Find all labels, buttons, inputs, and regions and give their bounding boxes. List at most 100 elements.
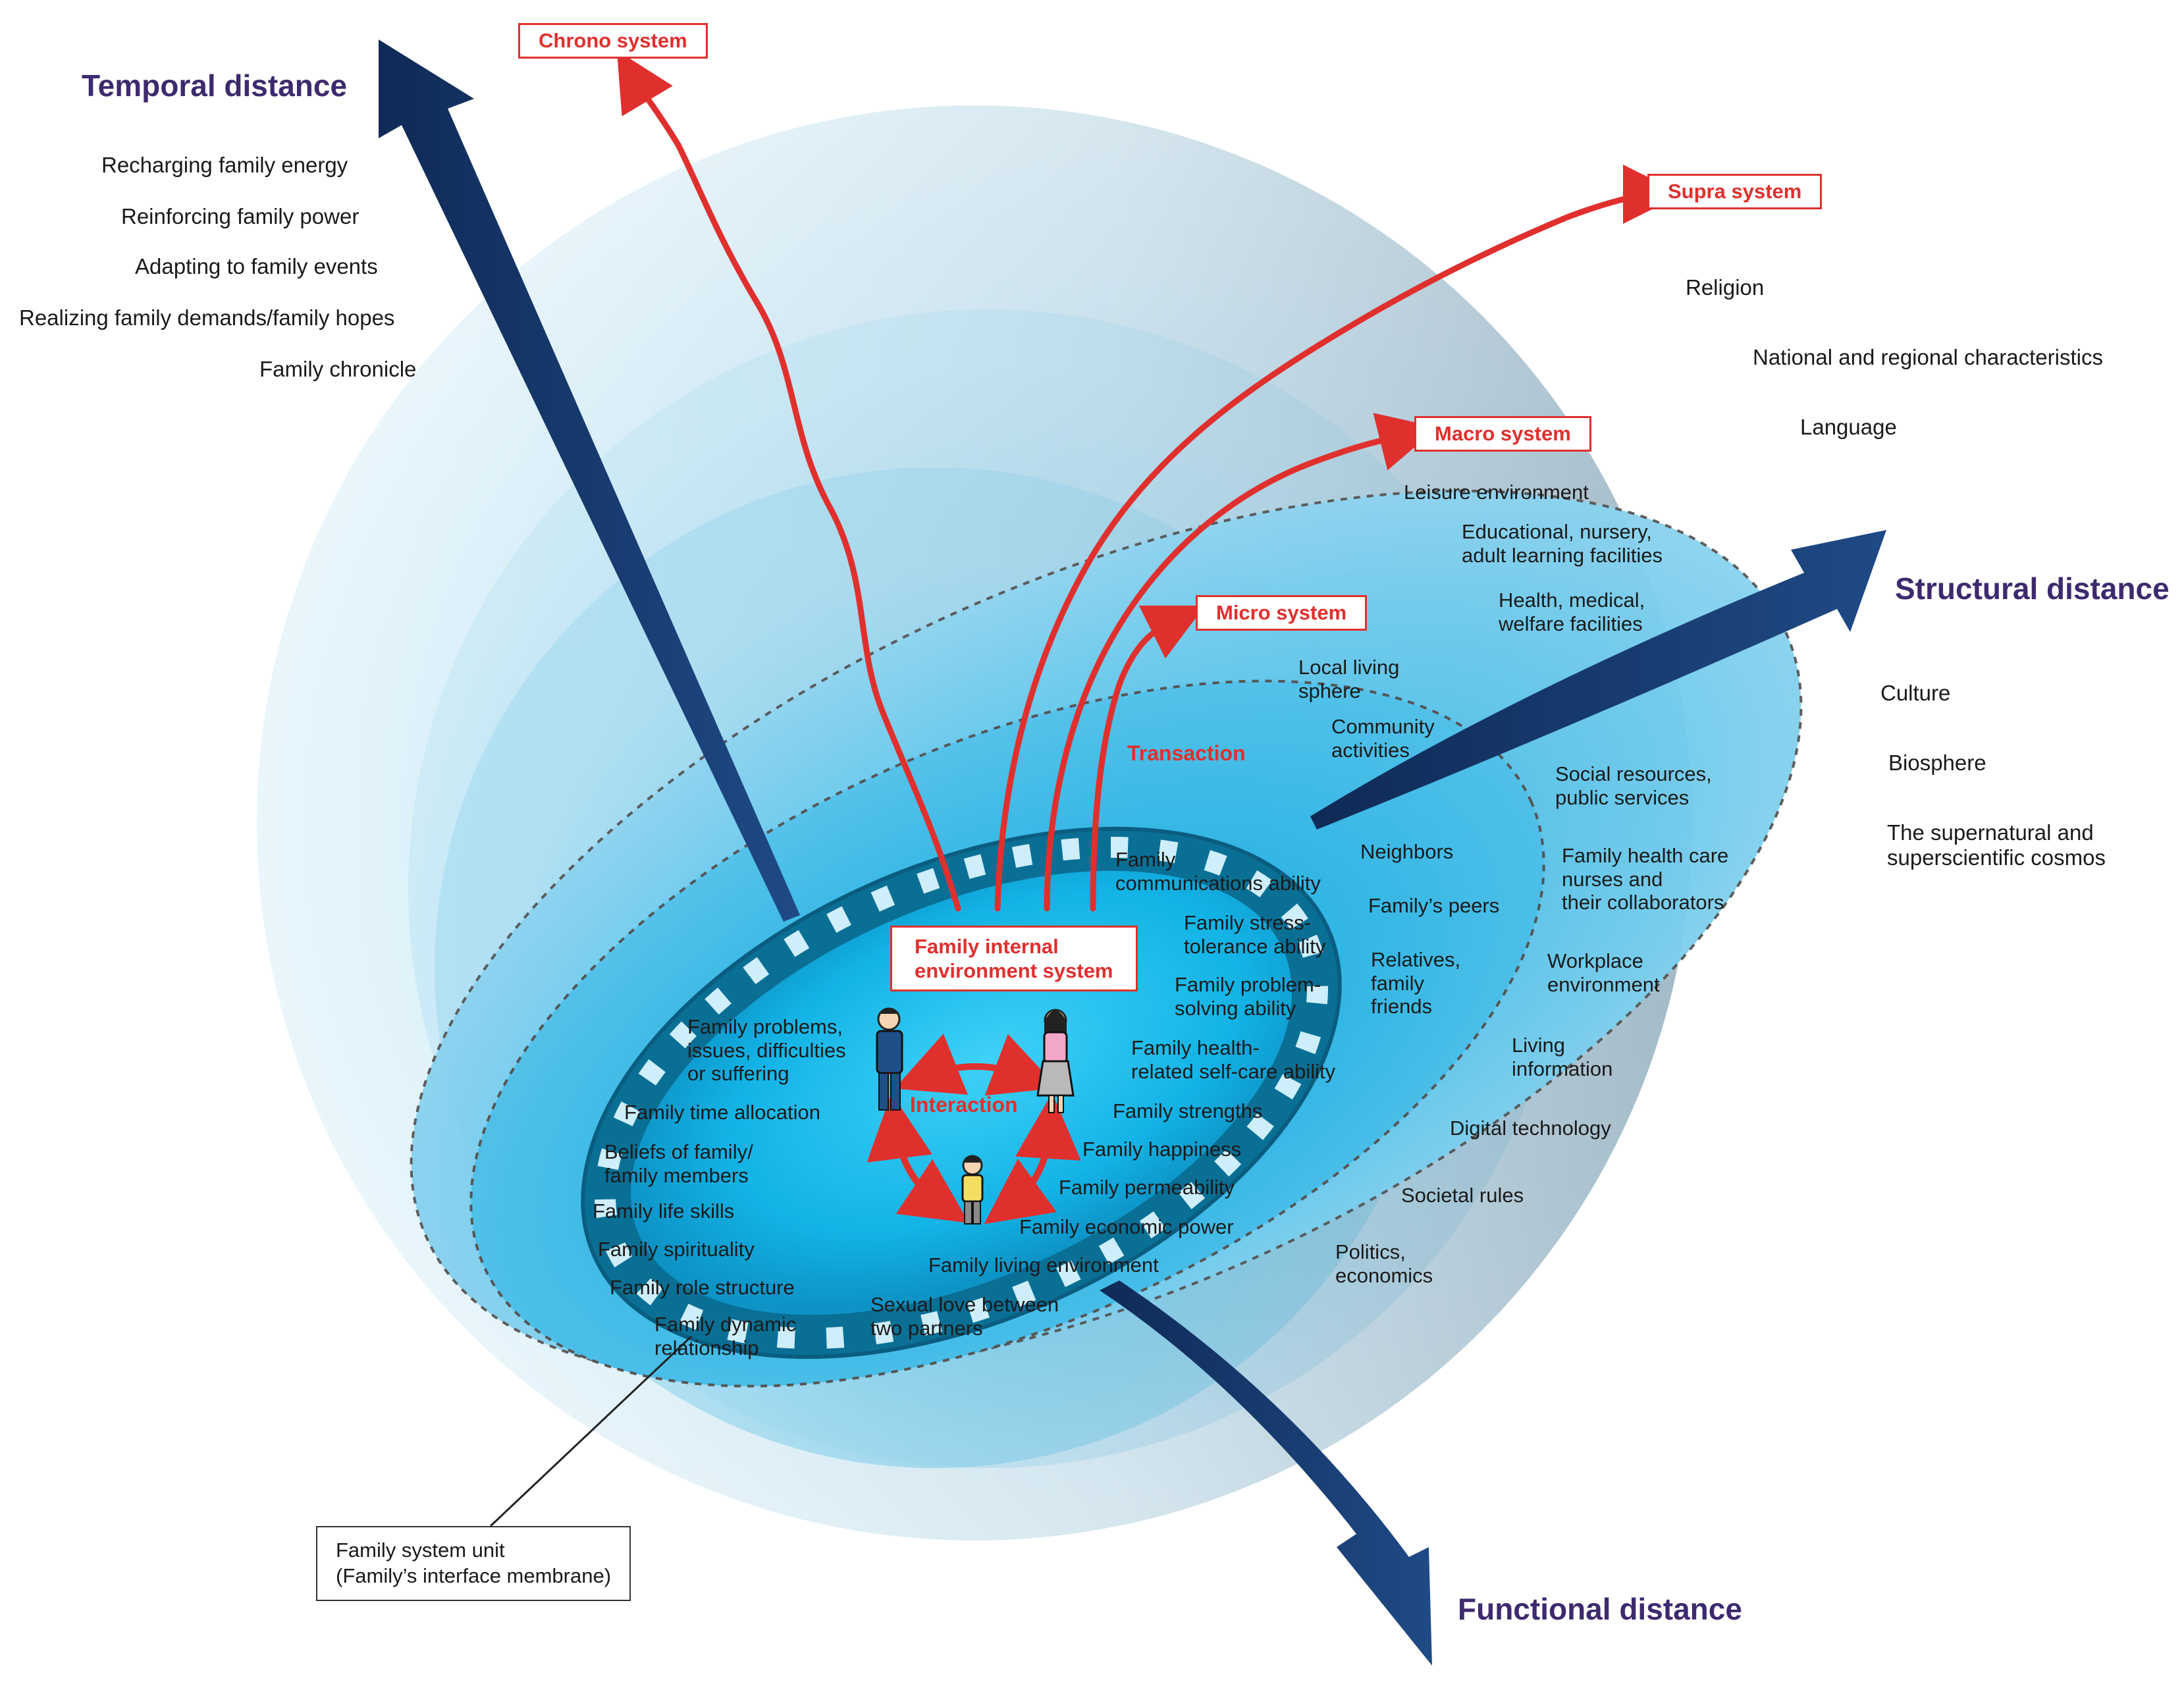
temporal-item: Recharging family energy — [101, 153, 348, 177]
politics-line-1: Politics, — [1335, 1240, 1406, 1263]
local-line-1: Local living — [1298, 656, 1400, 679]
mother-figure — [1036, 1009, 1075, 1113]
family-attribute: Family spirituality — [598, 1238, 755, 1261]
macro-item: Living information — [1512, 1034, 1612, 1080]
cosmos-line-2: superscientific cosmos — [1887, 845, 2106, 870]
family-attribute: Beliefs of family/ family members — [604, 1140, 753, 1187]
social-line-1: Social resources, — [1555, 762, 1712, 785]
family-attribute: Family health- related self-care ability — [1131, 1036, 1335, 1083]
work-line-1: Workplace — [1547, 949, 1643, 972]
micro-item: Neighbors — [1360, 840, 1454, 863]
macro-item: Health, medical, welfare facilities — [1499, 589, 1645, 635]
fhealth-line-2: related self-care ability — [1131, 1059, 1336, 1083]
macro-item: Social resources, public services — [1555, 762, 1712, 809]
family-attribute: Family role structure — [610, 1276, 795, 1299]
family-attribute: Family stress- tolerance ability — [1184, 911, 1325, 958]
functional-distance-label: Functional distance — [1458, 1592, 1742, 1626]
living-line-1: Living — [1512, 1034, 1565, 1057]
transaction-arrows — [616, 50, 1682, 912]
macro-item: Educational, nursery, adult learning fac… — [1462, 520, 1663, 567]
local-line-2: sphere — [1298, 679, 1361, 702]
micro-item: Family’s peers — [1368, 894, 1500, 917]
core-line-1: Family internal — [915, 935, 1059, 958]
macro-item: Leisure environment — [1404, 481, 1589, 504]
community-line-2: activities — [1331, 738, 1410, 762]
fhealth-line-1: Family health- — [1131, 1036, 1260, 1059]
family-system-unit-box: Family system unit (Family’s interface m… — [316, 1526, 631, 1601]
temporal-item: Family chronicle — [259, 357, 417, 381]
family-membrane-slits — [595, 837, 1328, 1349]
interaction-arrow-left — [866, 1093, 969, 1223]
family-attribute: Family happiness — [1082, 1138, 1242, 1161]
stress-line-2: tolerance ability — [1184, 934, 1326, 958]
unit-line-1: Family system unit — [336, 1539, 505, 1562]
family-attribute: Family permeability — [1059, 1176, 1235, 1199]
family-attribute: Family living environment — [928, 1253, 1159, 1277]
macro-item: Politics, economics — [1335, 1240, 1433, 1287]
temporal-distance-label: Temporal distance — [82, 68, 348, 103]
unit-line-2: (Family’s interface membrane) — [336, 1564, 612, 1587]
work-line-2: environment — [1547, 972, 1660, 996]
core-line-2: environment system — [915, 959, 1113, 983]
family-attribute: Family life skills — [593, 1199, 735, 1223]
family-attribute: Family problem- solving ability — [1175, 973, 1321, 1020]
comm-line-2: communications ability — [1115, 871, 1321, 895]
family-attribute: Family economic power — [1019, 1215, 1234, 1238]
father-figure — [876, 1007, 903, 1111]
macro-arrow — [1044, 413, 1438, 912]
dynamic-line-1: Family dynamic — [654, 1313, 797, 1336]
stress-line-1: Family stress- — [1184, 911, 1311, 934]
relatives-line-1: Relatives, — [1371, 948, 1461, 971]
temporal-arrow — [379, 40, 800, 922]
temporal-item: Realizing family demands/family hopes — [19, 305, 395, 330]
problem-line-2: solving ability — [1175, 996, 1296, 1020]
social-line-2: public services — [1555, 785, 1690, 809]
fhcn-line-2: nurses and — [1562, 867, 1663, 891]
fhcn-line-3: their collaborators — [1562, 891, 1724, 914]
supra-item: Culture — [1880, 681, 1951, 705]
cosmos-line-1: The supernatural and — [1887, 820, 2094, 845]
relatives-line-2: family — [1371, 971, 1424, 995]
supra-item: Religion — [1686, 275, 1765, 300]
family-attribute: Family dynamic relationship — [654, 1313, 796, 1359]
micro-system-box: Micro system — [1196, 595, 1368, 631]
interaction-label: Interaction — [910, 1093, 1018, 1117]
child-figure — [961, 1155, 984, 1225]
family-attribute: Sexual love between two partners — [870, 1293, 1059, 1340]
fhcn-line-1: Family health care — [1562, 844, 1729, 867]
supra-item: Biosphere — [1888, 751, 1986, 775]
supra-arrow — [994, 165, 1682, 912]
structural-arrow — [1310, 530, 1886, 830]
issues-line-3: or suffering — [687, 1062, 789, 1086]
issues-line-1: Family problems, — [687, 1015, 843, 1038]
issues-line-2: issues, difficulties — [687, 1038, 846, 1062]
beliefs-line-2: family members — [604, 1163, 749, 1187]
macro-item: Societal rules — [1401, 1184, 1524, 1207]
health-line-1: Health, medical, — [1499, 589, 1645, 612]
edu-line-2: adult learning facilities — [1462, 543, 1663, 567]
problem-line-1: Family problem- — [1175, 973, 1321, 996]
interaction-arrow-right — [984, 1093, 1081, 1225]
love-line-2: two partners — [870, 1316, 983, 1340]
interaction-arrow-top — [894, 1034, 1058, 1096]
family-attribute: Family time allocation — [624, 1101, 821, 1124]
family-attribute: Family problems, issues, difficulties or… — [687, 1015, 846, 1086]
relatives-line-3: friends — [1371, 995, 1433, 1018]
micro-item: Community activities — [1331, 715, 1435, 762]
interaction-arrows — [866, 1034, 1081, 1225]
supra-item: National and regional characteristics — [1753, 345, 2103, 369]
community-line-1: Community — [1331, 715, 1435, 738]
macro-item: Family health care nurses and their coll… — [1562, 844, 1728, 914]
supra-item: Language — [1800, 415, 1897, 439]
temporal-item: Reinforcing family power — [121, 204, 360, 228]
macro-system-box: Macro system — [1414, 416, 1591, 452]
family-attribute: Family strengths — [1113, 1099, 1263, 1122]
micro-item: Local living sphere — [1298, 656, 1399, 702]
supra-system-box: Supra system — [1647, 174, 1823, 209]
macro-item: Digital technology — [1450, 1117, 1611, 1140]
chrono-system-box: Chrono system — [518, 23, 708, 59]
temporal-item: Adapting to family events — [135, 254, 378, 278]
beliefs-line-1: Beliefs of family/ — [604, 1140, 753, 1163]
politics-line-2: economics — [1335, 1263, 1433, 1287]
